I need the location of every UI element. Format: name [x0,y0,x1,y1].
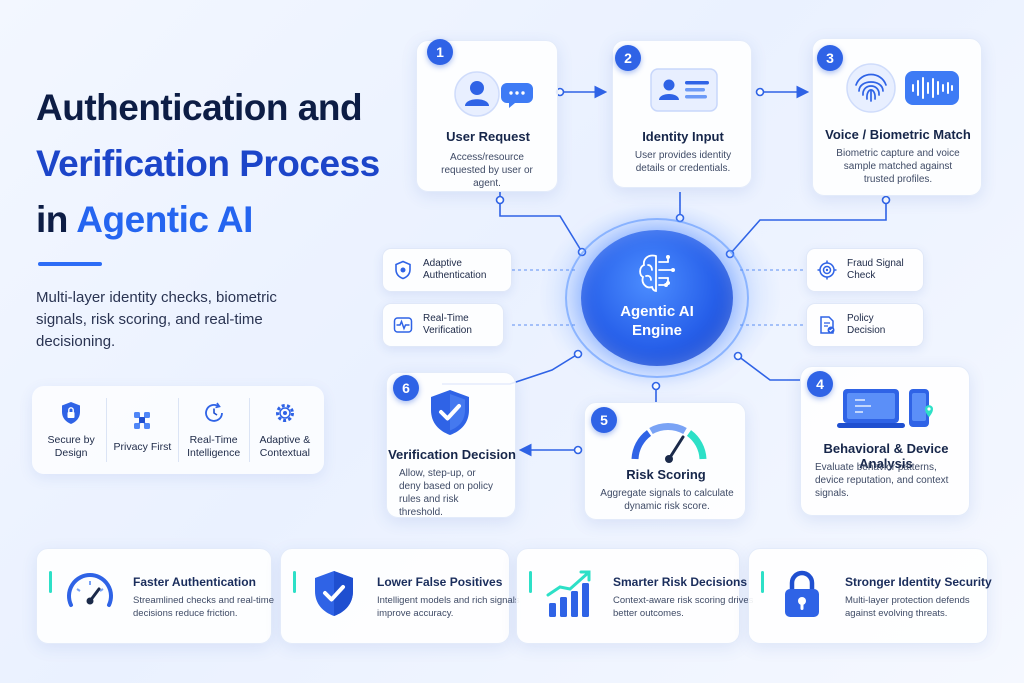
gear-icon [275,404,294,422]
pillar-label: Secure by Design [47,434,95,459]
pulse-icon [393,317,413,333]
bar-chart-up-icon [546,570,591,617]
step-title: Voice / Biometric Match [825,127,971,142]
step-badge: 5 [591,407,617,433]
step-badge: 2 [615,45,641,71]
benefit-faster-authentication: Faster Authentication Streamlined checks… [36,548,274,644]
step-description: Allow, step-up, or deny based on policy … [399,468,493,518]
brain-circuit-icon [639,254,675,292]
chip-adaptive-authentication: Adaptive Authentication [382,248,512,292]
lock-shield-icon [62,402,81,424]
gauge-icon [631,422,707,463]
pillar-secure-by-design: Secure by Design [36,398,108,462]
step-title: Verification Decision [388,447,516,462]
benefit-accent-bar [293,571,296,593]
chip-fraud-signal-check: Fraud Signal Check [806,248,924,292]
step-title: Identity Input [642,129,724,144]
benefit-title: Faster Authentication [133,575,256,589]
engine-ring [565,218,749,378]
chip-label: Fraud Signal Check [847,258,904,281]
pillar-real-time-intelligence: Real-Time Intelligence [179,398,250,462]
step-description: Access/resource requested by user or age… [441,152,533,189]
engine-label-line-2: Engine [631,322,682,339]
shield-check-icon [315,571,353,616]
step-card-risk-scoring: 5 Risk Scoring Aggregate signals to calc… [584,402,746,520]
benefit-title: Smarter Risk Decisions [613,575,748,589]
step-card-behavioral-device-analysis: 4 Behavioral & Device Analysis Evaluate … [800,366,970,516]
pillar-label: Privacy First [113,440,172,453]
step-badge: 4 [807,371,833,397]
network-icon [134,411,151,429]
benefit-description: Multi-layer protection defends against e… [845,595,970,619]
benefit-title: Stronger Identity Security [845,575,992,589]
agentic-ai-engine: Agentic AI Engine [581,230,733,366]
title-line-3: in Agentic AI [36,199,253,240]
pillars-panel: Secure by Design Privacy First Real-Time… [32,386,324,474]
pillar-adaptive-contextual: Adaptive & Contextual [250,398,320,462]
shield-check-icon [431,390,469,435]
benefit-title: Lower False Positives [377,575,503,589]
step-badge: 1 [427,39,453,65]
chip-label: Real-Time Verification [423,313,472,336]
fingerprint-voice-icon [846,63,959,113]
benefit-accent-bar [49,571,52,593]
shield-icon [395,260,411,280]
step-card-voice-biometric-match: 3 Voice / Biometric Match Biometric capt… [812,38,982,196]
subtitle: Multi-layer identity checks, biometric s… [36,289,277,350]
benefit-accent-bar [761,571,764,593]
step-description: Biometric capture and voice sample match… [836,148,960,185]
benefit-stronger-identity-security: Stronger Identity Security Multi-layer p… [748,548,992,644]
chip-real-time-verification: Real-Time Verification [382,303,504,347]
user-chat-icon [454,71,533,117]
speedometer-icon [67,573,113,607]
benefit-description: Context-aware risk scoring drives better… [613,595,754,619]
step-description: Aggregate signals to calculate dynamic r… [600,488,734,512]
step-card-user-request: 1 User Request Access/resource requested… [416,39,558,192]
document-check-icon [820,316,835,334]
step-description: User provides identity details or creden… [634,150,732,174]
page-title: Authentication and Verification Process … [36,80,416,248]
benefit-description: Intelligent models and rich signals impr… [377,595,520,619]
devices-icon [837,389,933,428]
benefit-lower-false-positives: Lower False Positives Intelligent models… [280,548,520,644]
step-badge: 6 [393,375,419,401]
benefit-accent-bar [529,571,532,593]
padlock-icon [785,570,819,617]
clock-refresh-icon [204,402,223,422]
step-badge: 3 [817,45,843,71]
chip-policy-decision: Policy Decision [806,303,924,347]
pillar-privacy-first: Privacy First [107,398,179,462]
step-description: Evaluate behavior patterns, device reput… [815,462,949,499]
engine-label-line-1: Agentic AI [620,303,694,320]
step-title: Risk Scoring [626,467,706,482]
title-accent: Agentic AI [76,199,253,240]
step-title: User Request [446,129,530,144]
step-card-verification-decision: 6 Verification Decision Allow, step-up, … [386,372,516,518]
title-line-2: Verification Process [36,143,380,184]
step-card-identity-input: 2 Identity Input User provides identity … [612,40,752,188]
pillar-label: Adaptive & Contextual [259,434,311,459]
benefit-description: Streamlined checks and real-time decisio… [133,595,274,619]
pillar-label: Real-Time Intelligence [187,434,241,459]
chip-label: Adaptive Authentication [423,258,487,281]
title-line-1: Authentication and [36,87,363,128]
chip-label: Policy Decision [847,313,886,336]
benefit-smarter-risk-decisions: Smarter Risk Decisions Context-aware ris… [516,548,753,644]
target-icon [817,260,837,280]
id-card-icon [650,68,718,112]
title-underline [38,262,102,266]
step-title: Behavioral & Device Analysis [823,441,949,471]
